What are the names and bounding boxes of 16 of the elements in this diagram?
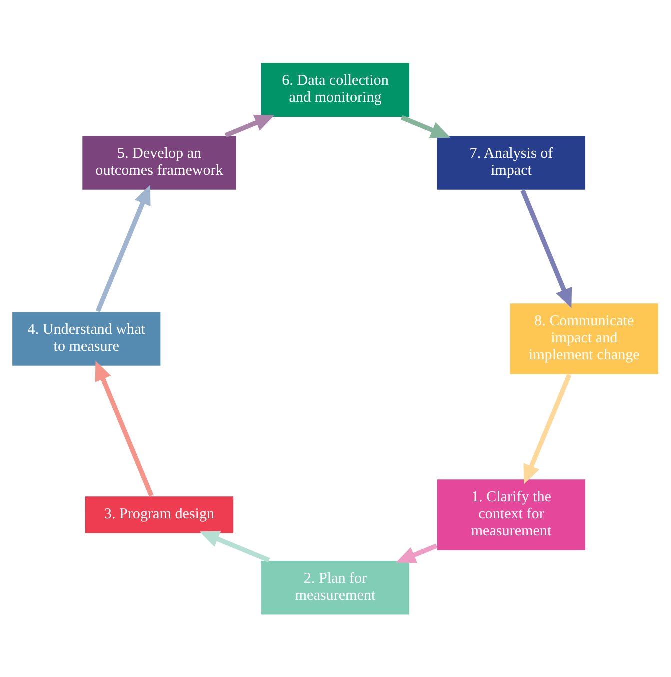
arrow [200, 530, 270, 562]
arrow [524, 374, 572, 484]
node-box: 7. Analysis of impact [436, 134, 586, 190]
arrow [224, 114, 275, 138]
node-box: 8. Communicate impact and implement change [509, 302, 660, 375]
arrow [95, 360, 154, 496]
node-box: 6. Data collection and monitoring [260, 62, 410, 118]
arrow [400, 114, 451, 138]
arrow [520, 189, 572, 308]
node-box: 5. Develop an outcomes framework [82, 134, 238, 190]
node-box: 1. Clarify the context for measurement [436, 478, 586, 551]
arrow [396, 543, 438, 563]
node-box: 2. Plan for measurement [260, 560, 410, 616]
node-box: 4. Understand what to measure [12, 310, 162, 366]
node-box: 3. Program design [84, 495, 235, 534]
arrow [96, 184, 151, 312]
